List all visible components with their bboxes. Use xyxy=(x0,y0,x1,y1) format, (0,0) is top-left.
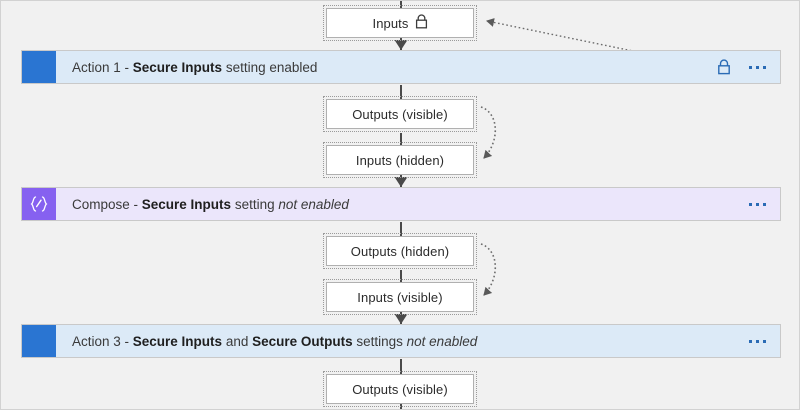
ellipsis-dot xyxy=(763,202,766,206)
node-a1-inputs-label: Inputs (hidden) xyxy=(355,152,445,168)
ellipsis-dot xyxy=(749,202,752,206)
ellipsis-dot xyxy=(756,202,759,206)
node-top-inputs-label: Inputs xyxy=(372,15,409,31)
arrowhead-inputs-to-a1 xyxy=(392,35,410,51)
ellipsis-dot xyxy=(756,339,759,343)
node-top-inputs[interactable]: Inputs xyxy=(323,5,477,41)
connector-a1-outputs-to-inputs xyxy=(480,106,497,159)
row-action-3[interactable]: Action 3 - Secure Inputs and Secure Outp… xyxy=(21,324,781,358)
row-action-1-more-options-button[interactable] xyxy=(749,65,766,69)
connector-outputs-inputs-2 xyxy=(400,270,402,282)
node-a1-outputs-label: Outputs (visible) xyxy=(352,106,448,122)
arrowhead-inputs-to-compose xyxy=(392,172,410,188)
row-compose-text-3: not enabled xyxy=(278,196,349,212)
node-compose-outputs[interactable]: Outputs (hidden) xyxy=(323,233,477,269)
node-compose-inputs-label: Inputs (visible) xyxy=(357,289,443,305)
compose-braces-icon xyxy=(22,188,56,220)
node-a1-outputs[interactable]: Outputs (visible) xyxy=(323,96,477,132)
action-square-icon xyxy=(22,325,56,357)
row-compose-text-2: setting xyxy=(231,196,279,212)
ellipsis-dot xyxy=(763,339,766,343)
connector-bottom-stub xyxy=(400,404,402,409)
row-action-3-text-0: Action 3 - xyxy=(72,333,133,349)
row-action-3-text-1: Secure Inputs xyxy=(132,333,223,349)
row-compose-more-options-button[interactable] xyxy=(749,202,766,206)
ellipsis-dot xyxy=(749,339,752,343)
row-action-1-text-2: setting enabled xyxy=(222,59,318,75)
row-action-3-controls xyxy=(749,339,780,343)
row-compose-label: Compose - Secure Inputs setting not enab… xyxy=(56,197,749,212)
row-action-1-controls xyxy=(717,59,780,75)
ellipsis-dot xyxy=(749,65,752,69)
row-action-3-text-5: not enabled xyxy=(406,333,478,349)
row-action-1-text-0: Action 1 - xyxy=(72,59,133,75)
row-action-3-text-3: Secure Outputs xyxy=(252,333,353,349)
node-compose-inputs[interactable]: Inputs (visible) xyxy=(323,279,477,315)
connector-compose-to-outputs xyxy=(400,222,402,236)
secure-lock-icon xyxy=(717,59,731,75)
action-square-icon xyxy=(22,51,56,83)
node-a3-outputs[interactable]: Outputs (visible) xyxy=(323,371,477,407)
row-action-3-text-4: settings xyxy=(352,333,407,349)
connector-a3-to-outputs xyxy=(400,359,402,375)
ellipsis-dot xyxy=(763,65,766,69)
connector-compose-outputs-to-inputs xyxy=(480,243,497,296)
row-compose-controls xyxy=(749,202,780,206)
node-compose-outputs-label: Outputs (hidden) xyxy=(350,243,450,259)
arrowhead-inputs-to-a3 xyxy=(392,309,410,325)
row-compose-text-1: Secure Inputs xyxy=(141,196,232,212)
connector-outputs-inputs-1 xyxy=(400,133,402,145)
lock-icon xyxy=(415,14,428,32)
node-a1-inputs[interactable]: Inputs (hidden) xyxy=(323,142,477,178)
node-a3-outputs-label: Outputs (visible) xyxy=(352,381,448,397)
row-action-3-label: Action 3 - Secure Inputs and Secure Outp… xyxy=(56,334,749,349)
row-compose[interactable]: Compose - Secure Inputs setting not enab… xyxy=(21,187,781,221)
row-action-3-text-2: and xyxy=(222,333,253,349)
connector-a1-to-outputs xyxy=(400,85,402,99)
row-action-1-text-1: Secure Inputs xyxy=(132,59,223,75)
row-action-1[interactable]: Action 1 - Secure Inputs setting enabled xyxy=(21,50,781,84)
connector-top-stub xyxy=(400,1,402,9)
row-action-3-more-options-button[interactable] xyxy=(749,339,766,343)
row-action-1-label: Action 1 - Secure Inputs setting enabled xyxy=(56,60,717,75)
row-compose-text-0: Compose - xyxy=(72,196,142,212)
ellipsis-dot xyxy=(756,65,759,69)
